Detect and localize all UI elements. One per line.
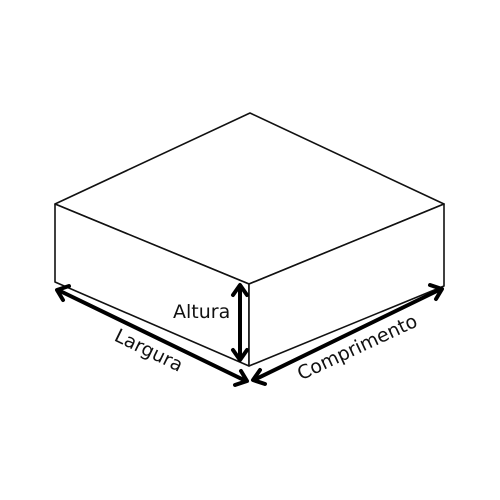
- box: [54, 112, 445, 367]
- box-right-face: [248, 203, 445, 367]
- height-label: Altura: [173, 301, 230, 323]
- length-arrow: [251, 283, 444, 386]
- height-arrow: [231, 283, 249, 362]
- width-arrow: [55, 284, 249, 387]
